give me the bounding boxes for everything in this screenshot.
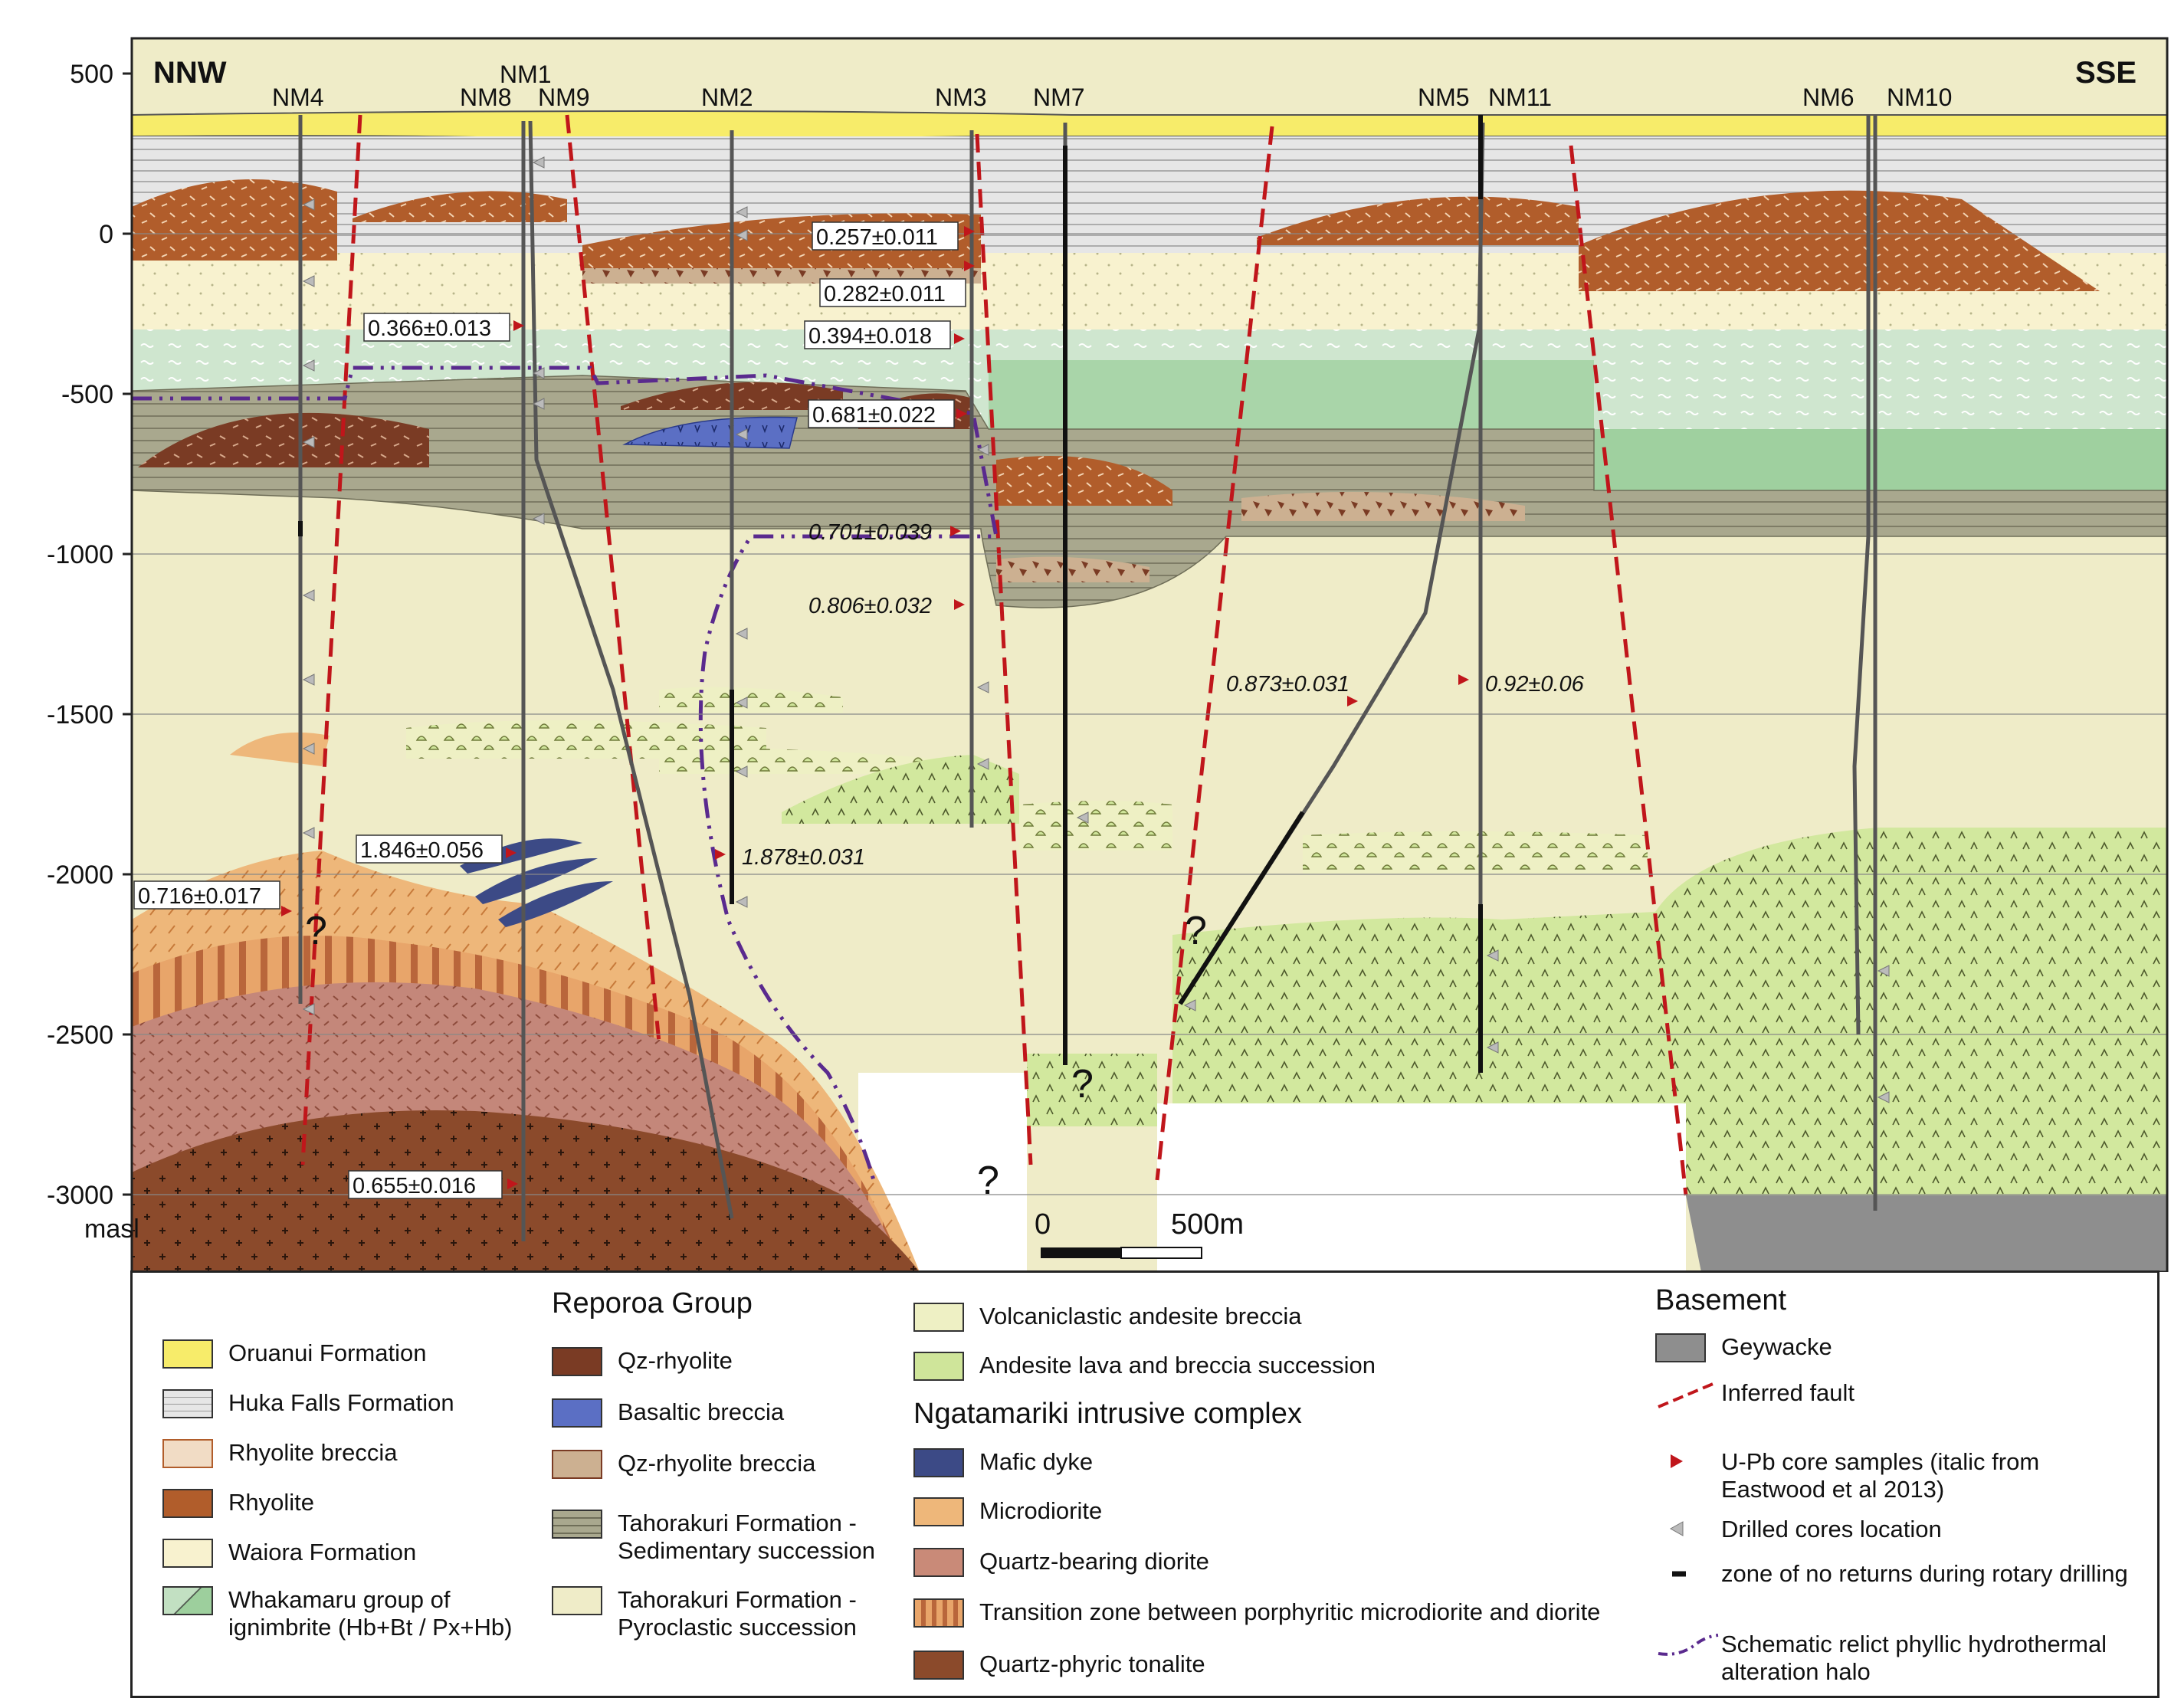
well-label-nm1: NM1 — [500, 61, 552, 88]
orientation-left: NNW — [153, 56, 227, 90]
unknown-mark: ? — [1185, 909, 1207, 953]
legend-qz-rhyolite: Qz-rhyolite — [552, 1347, 733, 1376]
legend-no-returns: zone of no returns during rotary drillin… — [1672, 1560, 2128, 1587]
legend-geywacke: Geywacke — [1655, 1333, 1832, 1362]
legend-huka: Huka Falls Formation — [162, 1389, 454, 1418]
axis-unit: masl — [84, 1215, 139, 1244]
legend-drilled-cores: Drilled cores location — [1655, 1516, 1942, 1543]
well-label-nm8: NM8 — [460, 84, 512, 111]
well-label-nm7: NM7 — [1033, 84, 1085, 111]
well-label-nm5: NM5 — [1418, 84, 1470, 111]
legend-rhyolite-breccia: Rhyolite breccia — [162, 1439, 398, 1468]
age-label: 0.92±0.06 — [1485, 672, 1585, 697]
age-label: 0.873±0.031 — [1226, 672, 1349, 697]
age-label: 0.394±0.018 — [808, 324, 932, 349]
legend-mafic-dyke: Mafic dyke — [913, 1448, 1093, 1477]
legend-alteration-halo: Schematic relict phyllic hydrothermal al… — [1655, 1631, 2107, 1686]
legend-tonalite: Quartz-phyric tonalite — [913, 1651, 1205, 1680]
age-label: 0.366±0.013 — [368, 316, 491, 341]
legend-transition-zone: Transition zone between porphyritic micr… — [913, 1598, 1600, 1628]
age-label: 0.806±0.032 — [808, 594, 932, 618]
legend-rhyolite: Rhyolite — [162, 1489, 314, 1518]
well-label-nm3: NM3 — [935, 84, 987, 111]
legend-volcaniclastic-andesite: Volcaniclastic andesite breccia — [913, 1303, 1301, 1332]
unknown-mark: ? — [1071, 1062, 1094, 1106]
legend-heading-basement: Basement — [1655, 1284, 1787, 1316]
legend-qz-rhyolite-breccia: Qz-rhyolite breccia — [552, 1450, 815, 1479]
y-tick-label: -500 — [61, 380, 113, 409]
legend-heading-ngatamariki: Ngatamariki intrusive complex — [913, 1398, 1302, 1430]
legend-basaltic-breccia: Basaltic breccia — [552, 1398, 784, 1428]
legend-quartz-diorite: Quartz-bearing diorite — [913, 1548, 1209, 1577]
legend-upb-samples: U-Pb core samples (italic from Eastwood … — [1655, 1448, 2039, 1503]
cross-section: 500 0 -500 -1000 -1500 -2000 -2500 -3000 masl N… — [47, 37, 2169, 1272]
legend-heading-reporoa: Reporoa Group — [552, 1287, 753, 1320]
y-tick-label: -1000 — [47, 540, 113, 569]
y-tick-label: -2000 — [47, 861, 113, 890]
legend-waiora: Waiora Formation — [162, 1539, 416, 1568]
legend-andesite-lava: Andesite lava and breccia succession — [913, 1352, 1376, 1381]
well-label-nm11: NM11 — [1488, 84, 1552, 111]
legend-whakamaru: Whakamaru group of ignimbrite (Hb+Bt / P… — [162, 1586, 512, 1641]
well-label-nm2: NM2 — [701, 84, 753, 111]
orientation-right: SSE — [2075, 56, 2137, 90]
age-label: 1.846±0.056 — [360, 838, 484, 863]
scale-length: 500m — [1171, 1208, 1244, 1241]
scale-bar-black — [1041, 1247, 1121, 1258]
well-label-nm9: NM9 — [538, 84, 590, 111]
y-tick-label: -1500 — [47, 700, 113, 729]
scale-zero: 0 — [1035, 1208, 1051, 1241]
well-label-nm10: NM10 — [1887, 84, 1952, 111]
age-label: 0.681±0.022 — [812, 403, 936, 428]
scale-bar-white — [1120, 1247, 1202, 1259]
legend-tahorakuri-sed: Tahorakuri Formation - Sedimentary succe… — [552, 1510, 875, 1565]
legend-microdiorite: Microdiorite — [913, 1497, 1102, 1526]
y-tick-label: -3000 — [47, 1181, 113, 1210]
y-tick-label: -2500 — [47, 1021, 113, 1050]
age-label: 0.655±0.016 — [353, 1174, 476, 1198]
legend-oruanui: Oruanui Formation — [162, 1339, 426, 1369]
age-label: 0.257±0.011 — [816, 225, 938, 250]
y-tick-label: 500 — [70, 60, 113, 89]
unknown-mark: ? — [977, 1159, 999, 1203]
well-label-nm6: NM6 — [1802, 84, 1855, 111]
age-label: 0.701±0.039 — [808, 520, 932, 545]
y-tick-label: 0 — [99, 220, 113, 249]
age-label: 1.878±0.031 — [742, 845, 865, 870]
legend-inferred-fault: Inferred fault — [1655, 1379, 1855, 1410]
legend: Oruanui Formation Huka Falls Formation R… — [130, 1270, 2161, 1700]
age-label: 0.716±0.017 — [138, 884, 261, 909]
unknown-mark: ? — [305, 909, 327, 953]
legend-tahorakuri-pyro: Tahorakuri Formation - Pyroclastic succe… — [552, 1586, 857, 1641]
well-label-nm4: NM4 — [272, 84, 324, 111]
age-label: 0.282±0.011 — [824, 282, 946, 307]
